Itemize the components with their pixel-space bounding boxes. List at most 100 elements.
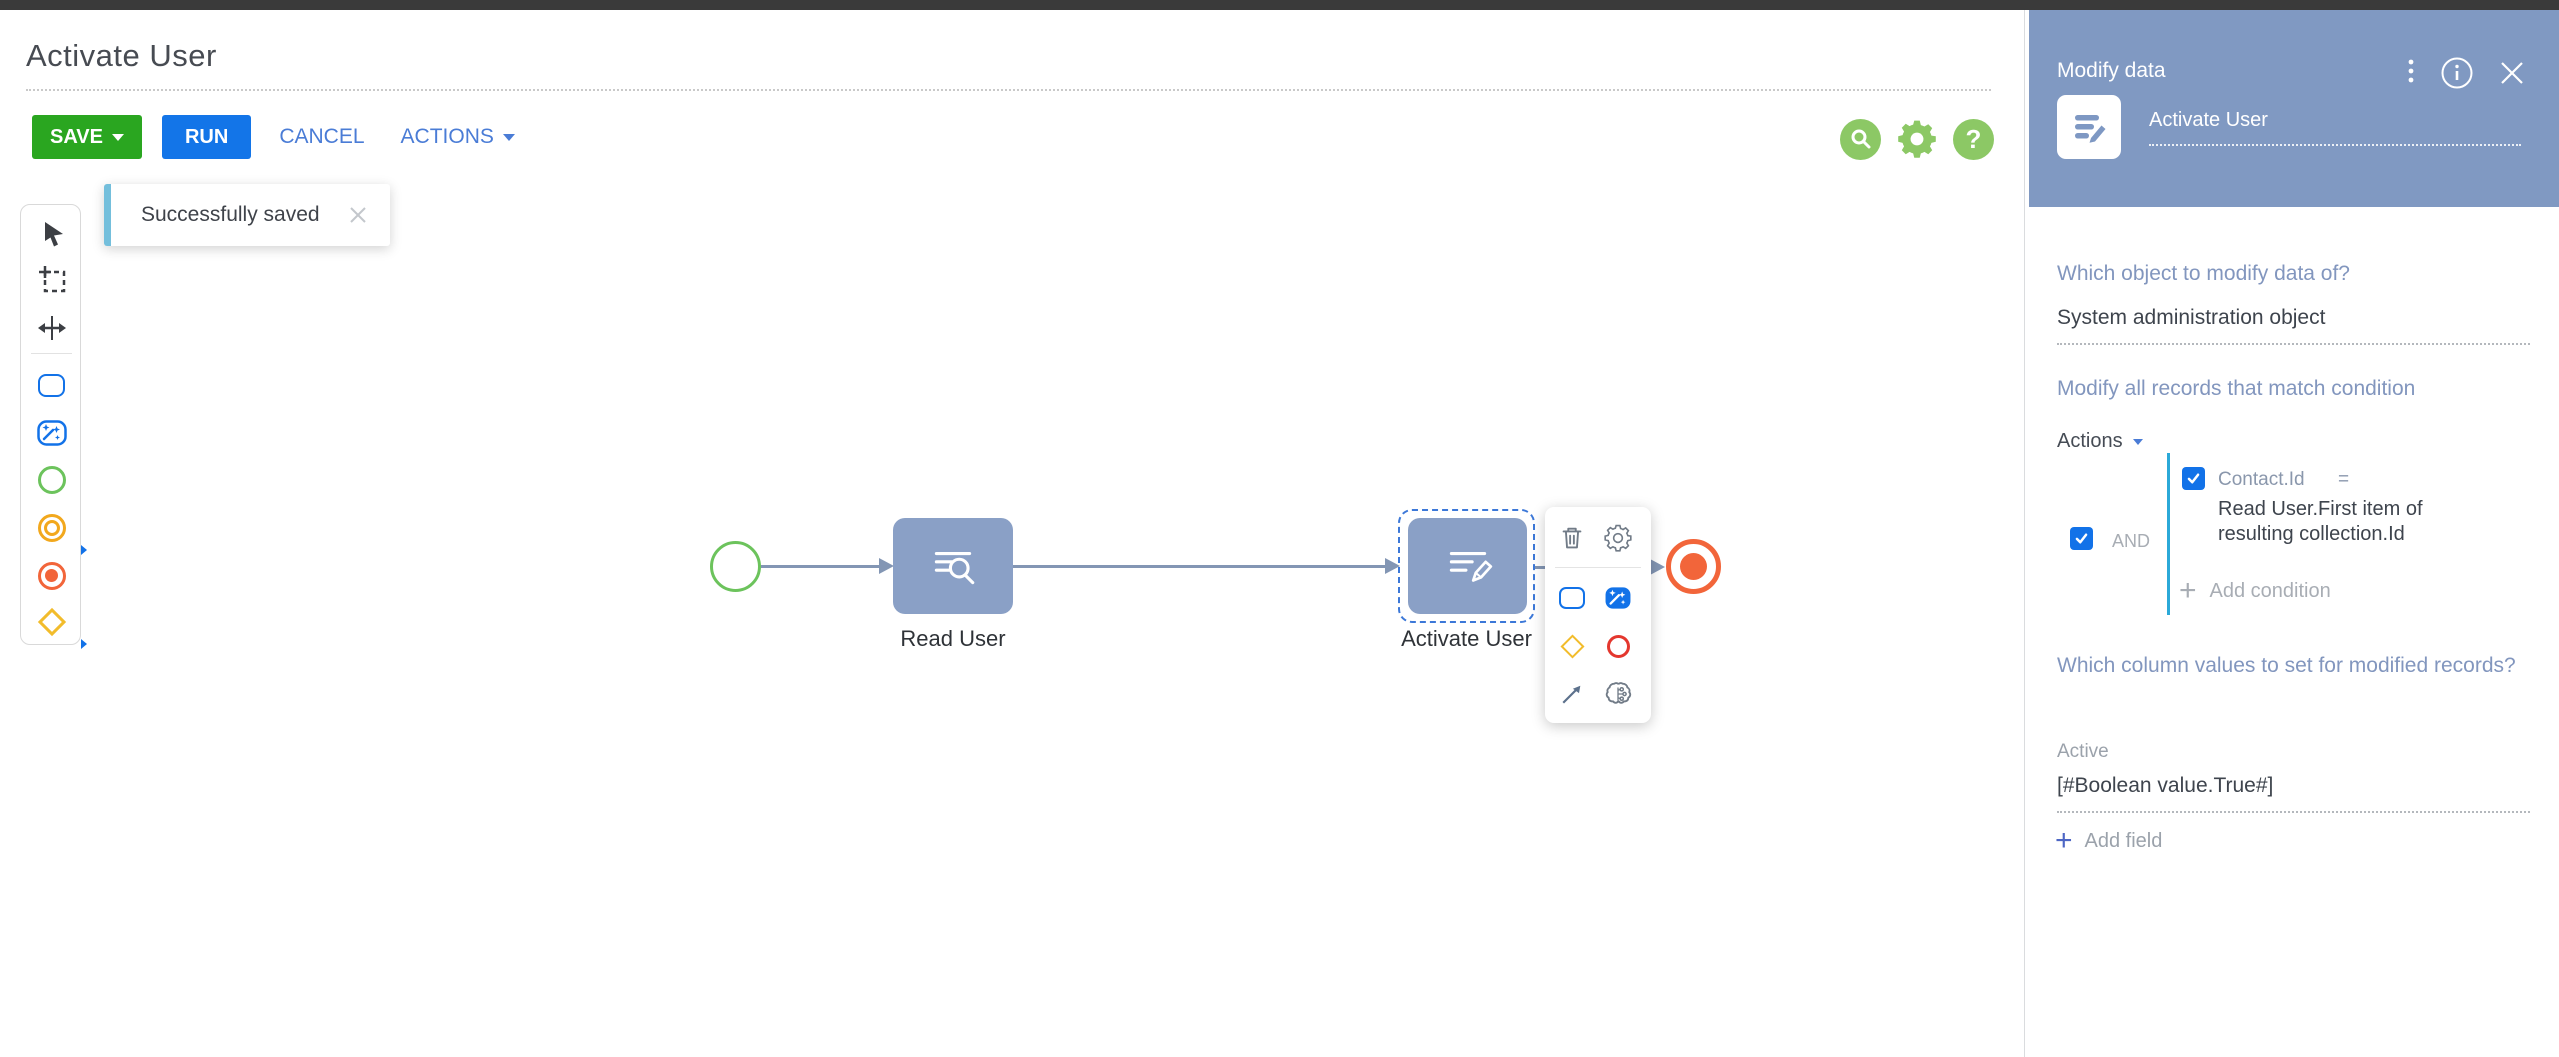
- close-icon[interactable]: [2499, 60, 2525, 86]
- flow-connector[interactable]: [761, 565, 884, 568]
- help-icon: ?: [1965, 123, 1982, 154]
- toast-message: Successfully saved: [141, 203, 320, 226]
- search-button[interactable]: [1840, 118, 1881, 160]
- node-settings-button[interactable]: [1599, 519, 1637, 557]
- actions-menu-button[interactable]: ACTIONS: [393, 125, 523, 149]
- save-button-label: SAVE: [50, 125, 103, 148]
- close-icon[interactable]: [348, 205, 368, 225]
- object-question-label: Which object to modify data of?: [2057, 262, 2350, 285]
- top-black-bar: [0, 0, 2559, 10]
- read-data-icon: [934, 551, 975, 585]
- kebab-menu-icon[interactable]: [2407, 57, 2415, 89]
- start-event-shape-icon: [37, 465, 66, 494]
- plus-icon: +: [2179, 574, 2197, 607]
- add-field-button[interactable]: + Add field: [2055, 824, 2162, 858]
- save-button[interactable]: SAVE: [32, 115, 142, 159]
- cancel-button-label: CANCEL: [279, 125, 365, 148]
- panel-title: Modify data: [2057, 59, 2166, 82]
- panel-separator: [2024, 10, 2025, 1057]
- panel-header-icons: [2407, 56, 2525, 90]
- check-icon: [2075, 533, 2088, 544]
- help-button[interactable]: ?: [1953, 118, 1994, 160]
- arrowhead-icon: [1385, 558, 1400, 574]
- pointer-tool[interactable]: [35, 217, 68, 250]
- add-condition-button[interactable]: + Add condition: [2179, 574, 2331, 608]
- flow-connector[interactable]: [1013, 565, 1386, 568]
- start-event-tool[interactable]: [35, 463, 68, 496]
- element-name-input[interactable]: Activate User: [2149, 109, 2521, 146]
- object-value-field[interactable]: System administration object: [2057, 306, 2530, 345]
- condition-value[interactable]: Read User.First item of resulting collec…: [2218, 498, 2423, 545]
- panel-header: Modify data Activate User: [2029, 10, 2559, 207]
- toolbar-divider: [31, 353, 72, 354]
- chevron-down-icon: [502, 133, 515, 141]
- add-condition-label: Add condition: [2209, 579, 2331, 602]
- terminate-event-tool[interactable]: [35, 559, 68, 592]
- search-icon: [1851, 129, 1870, 149]
- add-smart-task-button[interactable]: [1599, 579, 1637, 617]
- gear-icon: [1604, 524, 1632, 552]
- add-gateway-button[interactable]: [1553, 627, 1591, 665]
- add-field-label: Add field: [2084, 829, 2163, 852]
- condition-column[interactable]: Contact.Id: [2218, 469, 2305, 490]
- ml-model-button[interactable]: [1599, 675, 1637, 713]
- end-event-node[interactable]: [1666, 539, 1721, 594]
- submenu-caret-icon: [81, 545, 87, 555]
- node-context-menu: [1545, 507, 1651, 723]
- submenu-caret-icon: [81, 639, 87, 649]
- end-event-core: [1680, 553, 1707, 580]
- field-label: Active: [2057, 741, 2109, 762]
- chevron-down-icon: [111, 133, 124, 141]
- node-label: Read User: [900, 626, 1006, 651]
- intermediate-event-tool[interactable]: [35, 511, 68, 544]
- smart-task-shape-tool[interactable]: [35, 416, 87, 649]
- terminate-event-shape-icon: [37, 561, 66, 590]
- pointer-icon: [44, 221, 63, 246]
- columns-question-label: Which column values to set for modified …: [2057, 654, 2516, 677]
- condition-group-line: [2167, 453, 2170, 615]
- group-operator-label: AND: [2112, 531, 2151, 551]
- arrowhead-icon: [1650, 559, 1665, 575]
- delete-node-button[interactable]: [1553, 519, 1591, 557]
- info-icon[interactable]: [2440, 56, 2474, 90]
- intermediate-event-shape-icon: [37, 513, 66, 542]
- element-type-tile: [2057, 95, 2121, 159]
- terminate-event-shape-icon: [1606, 634, 1630, 658]
- condition-operator[interactable]: =: [2338, 469, 2350, 490]
- properties-panel: Modify data Activate User Which object t…: [2029, 10, 2559, 1057]
- check-icon: [2187, 473, 2200, 484]
- filter-actions-button[interactable]: Actions: [2057, 430, 2143, 453]
- task-shape-icon: [38, 374, 65, 397]
- add-terminate-event-button[interactable]: [1599, 627, 1637, 665]
- run-button[interactable]: RUN: [161, 115, 252, 159]
- area-selection-tool[interactable]: [35, 262, 68, 295]
- field-value[interactable]: [#Boolean value.True#]: [2057, 774, 2530, 813]
- records-mode-link[interactable]: Modify all records that match condition: [2057, 377, 2416, 400]
- read-user-node[interactable]: [893, 518, 1013, 614]
- action-toolbar: SAVE RUN CANCEL ACTIONS: [32, 115, 523, 159]
- run-button-label: RUN: [184, 125, 229, 148]
- condition-checkbox[interactable]: [2182, 467, 2205, 490]
- move-connector-tool[interactable]: [35, 311, 68, 344]
- filter-actions-label: Actions: [2057, 430, 2123, 452]
- title-divider: [26, 89, 1991, 91]
- add-flow-button[interactable]: [1553, 675, 1591, 713]
- start-event-node[interactable]: [710, 541, 761, 592]
- gateway-tool[interactable]: [35, 605, 68, 638]
- activate-user-node[interactable]: [1408, 518, 1527, 614]
- menu-divider: [1555, 567, 1641, 568]
- node-label: Activate User: [1401, 626, 1532, 651]
- cancel-button[interactable]: CANCEL: [271, 125, 372, 149]
- group-checkbox[interactable]: [2070, 527, 2093, 550]
- gateway-shape-icon: [1559, 633, 1585, 659]
- task-shape-tool[interactable]: [35, 369, 87, 555]
- gear-icon: [1898, 120, 1936, 158]
- task-shape-icon: [1559, 587, 1585, 609]
- gateway-shape-icon: [37, 607, 66, 636]
- plus-icon: +: [2055, 824, 2073, 857]
- settings-button[interactable]: [1895, 117, 1939, 161]
- add-task-button[interactable]: [1553, 579, 1591, 617]
- area-selection-icon: [38, 265, 65, 292]
- toast-notification: Successfully saved: [104, 184, 390, 246]
- modify-data-icon: [1449, 551, 1492, 582]
